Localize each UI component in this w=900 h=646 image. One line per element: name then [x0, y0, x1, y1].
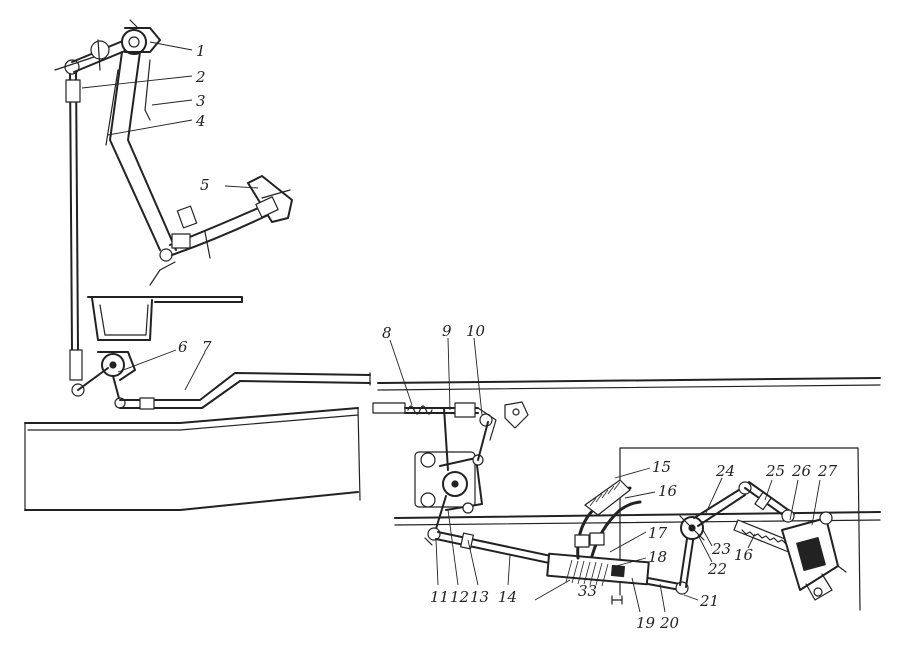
vertical-rod: [54, 54, 101, 397]
label-17: 17: [648, 524, 668, 542]
pedal-lever-assembly: [54, 19, 371, 410]
label-27: 27: [817, 462, 838, 480]
lower-lever: [424, 495, 447, 546]
label-20: 20: [659, 614, 680, 632]
label-18: 18: [648, 548, 667, 566]
lever-plate: [414, 407, 489, 514]
horizontal-rod: [119, 372, 371, 410]
label-11: 11: [430, 588, 449, 606]
label-22: 22: [707, 560, 727, 578]
label-6: 6: [178, 338, 188, 356]
label-4: 4: [195, 112, 206, 130]
label-9: 9: [442, 322, 452, 340]
label-7: 7: [202, 338, 212, 356]
actuator-cylinder: [781, 509, 847, 601]
label-26: 26: [791, 462, 812, 480]
label-3: 3: [196, 92, 206, 110]
hoses: [574, 479, 642, 560]
label-16b: 16: [734, 546, 754, 564]
floor-pan: [87, 261, 243, 341]
main-lever: [105, 51, 177, 262]
label-5: 5: [200, 176, 210, 194]
push-rod: [435, 531, 571, 568]
label-16a: 16: [658, 482, 678, 500]
valve-body: [546, 552, 689, 605]
label-2: 2: [195, 68, 206, 86]
label-15: 15: [652, 458, 671, 476]
label-12: 12: [450, 588, 469, 606]
label-10: 10: [466, 322, 486, 340]
pedal-arm: [169, 204, 269, 259]
callout-labels: 1 2 3 4 5 6 7 8 9 10 11 12 13 14 15 16 1…: [178, 42, 838, 632]
label-21: 21: [699, 592, 719, 610]
label-24: 24: [715, 462, 735, 480]
left-frame-member: [24, 407, 361, 511]
label-1: 1: [196, 42, 206, 60]
leader-lines: [81, 41, 821, 613]
control-linkage: [372, 401, 847, 605]
label-23: 23: [711, 540, 731, 558]
label-33: 33: [578, 582, 597, 600]
label-13: 13: [470, 588, 489, 606]
label-19: 19: [636, 614, 656, 632]
label-14: 14: [498, 588, 517, 606]
upper-spring-rod: [372, 401, 529, 441]
top-pivot-link: [71, 19, 161, 73]
label-8: 8: [382, 324, 392, 342]
label-25: 25: [765, 462, 785, 480]
pedal-pad: [247, 175, 293, 223]
right-frame-member: [377, 377, 881, 611]
